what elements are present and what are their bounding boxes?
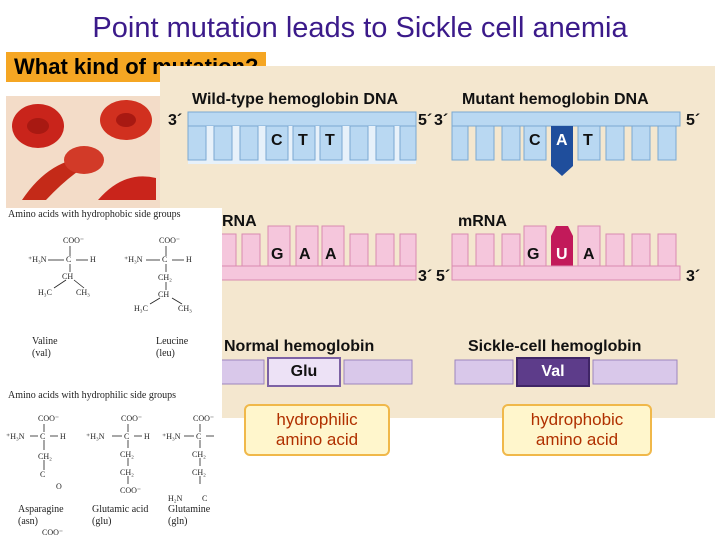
leucine-name: Leucine — [156, 336, 189, 347]
glutamic-abbrev: (glu) — [92, 516, 112, 527]
amino-acid-bonds — [30, 246, 214, 484]
valine-c: C — [66, 255, 72, 264]
normal-residue: Glu — [290, 363, 318, 380]
asparagine-h: H — [60, 432, 66, 441]
leucine-coo: COO⁻ — [159, 236, 181, 245]
valine-ch3: CH₃ — [76, 288, 90, 297]
glutamic-h: H — [144, 432, 150, 441]
mutant-dna-3prime: 3´ — [434, 112, 449, 129]
wild-mrna-strand — [204, 225, 417, 281]
valine-name: Valine — [32, 336, 58, 347]
hydrophilic-callout: hydrophilic amino acid — [244, 404, 390, 456]
glutamic-h3n: ⁺H₃N — [86, 432, 105, 441]
sickle-residue: Val — [541, 363, 565, 380]
mutant-dna-base-2: A — [556, 132, 568, 149]
leucine-ch2: CH₂ — [158, 273, 172, 282]
valine-abbrev: (val) — [32, 348, 51, 359]
leucine-abbrev: (leu) — [156, 348, 175, 359]
wild-mrna-base-2: A — [299, 246, 311, 263]
glutamine-ch2-b: CH₂ — [192, 468, 206, 477]
wild-dna-3prime: 3´ — [168, 112, 183, 129]
mutant-dna-base-1: C — [529, 132, 541, 149]
mutant-mrna-base-2: U — [556, 246, 568, 263]
mutant-dna-base-3: T — [583, 132, 593, 149]
glutamine-coo: COO⁻ — [193, 414, 215, 423]
wild-dna-title: Wild-type hemoglobin DNA — [192, 91, 399, 108]
wild-dna-base-1: C — [271, 132, 283, 149]
hydrophilic-callout-line2: amino acid — [275, 430, 359, 449]
wild-dna-base-3: T — [325, 132, 335, 149]
asparagine-coo-bottom: COO⁻ — [42, 528, 64, 537]
wild-mrna-base-3: A — [325, 246, 337, 263]
glutamic-name: Glutamic acid — [92, 504, 149, 515]
glutamine-c: C — [196, 432, 202, 441]
glutamine-h3n: ⁺H₃N — [162, 432, 181, 441]
leucine-h3n: ⁺H₃N — [124, 255, 143, 264]
asparagine-c: C — [40, 432, 46, 441]
sickle-hemoglobin-title: Sickle-cell hemoglobin — [468, 338, 642, 355]
mutant-dna-base — [551, 126, 573, 176]
asparagine-o: O — [56, 482, 62, 491]
wild-mrna-base-1: G — [271, 246, 284, 263]
hydrophobic-callout-line1: hydrophobic — [530, 410, 624, 429]
valine-coo: COO⁻ — [63, 236, 85, 245]
glutamic-ch2-b: CH₂ — [120, 468, 134, 477]
glutamic-c: C — [124, 432, 130, 441]
mutant-mrna-base-1: G — [527, 246, 540, 263]
asparagine-name: Asparagine — [18, 504, 64, 515]
mutant-dna-strand — [451, 111, 681, 176]
glutamine-h2n: H₂N — [168, 494, 183, 503]
normal-hemoglobin-title: Normal hemoglobin — [224, 338, 375, 355]
leucine-h3c: H₃C — [134, 304, 148, 313]
mutant-mrna-3prime: 3´ — [686, 268, 701, 285]
hydrophobic-callout: hydrophobic amino acid — [502, 404, 652, 456]
glutamine-name: Glutamine — [168, 504, 211, 515]
valine-ch: CH — [62, 272, 74, 281]
glutamine-abbrev: (gln) — [168, 516, 188, 527]
mutant-rna-base — [551, 226, 573, 266]
leucine-c: C — [162, 255, 168, 264]
asparagine-ch2: CH₂ — [38, 452, 52, 461]
asparagine-abbrev: (asn) — [18, 516, 38, 527]
hydrophilic-heading: Amino acids with hydrophilic side groups — [8, 390, 177, 401]
sickle-protein — [454, 357, 678, 387]
valine-h3c: H₃C — [38, 288, 52, 297]
glutamine-ch2-a: CH₂ — [192, 450, 206, 459]
leucine-h: H — [186, 255, 192, 264]
wild-dna-5prime: 5´ — [418, 112, 433, 129]
leucine-ch: CH — [158, 290, 170, 299]
hydrophobic-heading: Amino acids with hydrophobic side groups — [8, 209, 181, 220]
slide-title: Point mutation leads to Sickle cell anem… — [92, 12, 628, 44]
glutamine-c2: C — [202, 494, 208, 503]
wild-dna-strand — [187, 111, 417, 164]
hydrophobic-callout-line2: amino acid — [535, 430, 619, 449]
hydrophilic-callout-line1: hydrophilic — [276, 410, 358, 429]
leucine-ch3: CH₃ — [178, 304, 192, 313]
mrna-label-right: mRNA — [458, 213, 507, 230]
asparagine-c2: C — [40, 470, 46, 479]
valine-h: H — [90, 255, 96, 264]
wild-mrna-3prime: 3´ — [418, 268, 433, 285]
red-blood-cell-photo — [6, 96, 160, 208]
mrna-label-left: RNA — [222, 213, 257, 230]
glutamic-ch2-a: CH₂ — [120, 450, 134, 459]
asparagine-coo: COO⁻ — [38, 414, 60, 423]
glutamic-coo: COO⁻ — [121, 414, 143, 423]
glutamic-coo-side: COO⁻ — [120, 486, 142, 495]
mutant-dna-title: Mutant hemoglobin DNA — [462, 91, 649, 108]
asparagine-h3n: ⁺H₃N — [6, 432, 25, 441]
amino-acid-structures — [0, 208, 222, 540]
valine-h3n: ⁺H₃N — [28, 255, 47, 264]
wild-dna-base-2: T — [298, 132, 308, 149]
mutant-mrna-5prime: 5´ — [436, 268, 451, 285]
mutant-mrna-base-3: A — [583, 246, 595, 263]
mutant-dna-5prime: 5´ — [686, 112, 701, 129]
mutant-mrna-strand — [451, 225, 681, 281]
